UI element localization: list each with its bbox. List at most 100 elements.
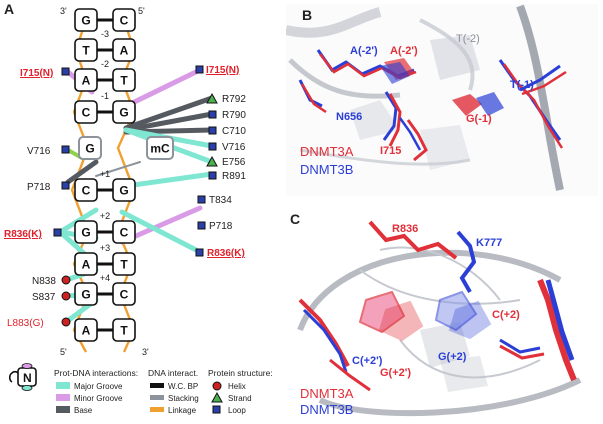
base-pair: T A -3 (74, 29, 136, 62)
base-right-letter: T (120, 74, 128, 88)
panel-b-structure (286, 4, 598, 196)
left-residues: I715(N) V716 P718 R836(K) N838 S837 L883… (4, 67, 71, 329)
base-left-letter: A (82, 324, 91, 338)
panel-b-t-m2: T(-2) (456, 33, 480, 45)
pair-position: -2 (101, 59, 109, 69)
residue-r891: R891 (222, 171, 246, 182)
strand-end-bottom-right: 3' (142, 347, 149, 357)
legend-wc-swatch (150, 383, 164, 388)
pair-position: +3 (100, 243, 110, 253)
legend-dna-head: DNA interact. (148, 368, 198, 378)
legend-loop: Loop (228, 406, 246, 415)
legend-base: Base (74, 406, 93, 415)
base-left-letter: C (82, 106, 91, 120)
panel-c-r836: R836 (392, 223, 418, 235)
residue-r790: R790 (222, 110, 246, 121)
pair-position: -1 (101, 91, 109, 101)
panel-c-dnmt3a: DNMT3A (300, 386, 354, 401)
base-left-letter: G (81, 288, 90, 302)
residue-v716-right: V716 (222, 142, 246, 153)
panel-c-c-p2p: C(+2') (352, 355, 383, 367)
base-right (112, 8, 136, 32)
legend-major-swatch (56, 382, 70, 389)
helix-marker (61, 291, 71, 301)
base-right (112, 252, 136, 276)
residue-t834: T834 (209, 195, 232, 206)
loop-marker (53, 228, 62, 237)
loop-marker (61, 145, 70, 154)
base-left (74, 220, 98, 244)
base-right-letter: C (120, 288, 129, 302)
legend-linkage: Linkage (168, 406, 197, 415)
panel-b-a-m2p-blue: A(-2') (350, 45, 378, 57)
legend-minor: Minor Groove (74, 394, 123, 403)
panel-b-t-m1: T(-1) (510, 79, 534, 91)
legend-loop-marker (212, 405, 221, 414)
legend-helix-marker (212, 381, 222, 391)
legend-major-dot (21, 385, 33, 391)
base-right-letter: T (120, 324, 128, 338)
base-left (74, 318, 98, 342)
base-left-letter: T (82, 44, 90, 58)
legend-base-swatch (56, 406, 70, 413)
panel-c-g-p2: G(+2) (438, 351, 467, 363)
panel-c-g-p2p: G(+2') (380, 367, 411, 379)
base-left-letter: G (81, 226, 90, 240)
pair-position: +1 (100, 169, 110, 179)
strand-end-top-left: 3' (60, 6, 67, 16)
residue-n838: N838 (32, 276, 56, 287)
base-right-letter: G (119, 184, 128, 198)
pair-position: -3 (101, 29, 109, 39)
strand-end-bottom-left: 5' (60, 347, 67, 357)
panel-c-structure (286, 206, 598, 420)
loop-marker (208, 171, 217, 180)
residue-c710: C710 (222, 126, 246, 137)
legend-strand-marker (211, 391, 223, 403)
pair-position: +2 (100, 211, 110, 221)
residue-p718-left: P718 (27, 182, 51, 193)
residue-i715-left: I715(N) (20, 68, 53, 79)
legend-key-base: N (23, 371, 32, 385)
base-right (112, 318, 136, 342)
loop-marker (195, 65, 204, 74)
base-left-letter: G (81, 14, 90, 28)
loop-marker (195, 248, 204, 257)
residue-p718-right: P718 (209, 221, 233, 232)
base-left (74, 100, 98, 124)
loop-marker (197, 195, 206, 204)
panel-b-a-m2p-red: A(-2') (390, 45, 418, 57)
panel-b-letter: B (302, 7, 312, 23)
panel-c-dnmt3b: DNMT3B (300, 402, 353, 417)
loop-marker (208, 110, 217, 119)
loop-marker (208, 142, 217, 151)
base-left (74, 8, 98, 32)
strand-marker (206, 92, 218, 104)
loop-marker (197, 221, 206, 230)
legend-stacking-swatch (150, 395, 164, 400)
residue-i715-right: I715(N) (206, 65, 239, 76)
base-left-letter: G (85, 142, 94, 156)
strand-end-top-right: 5' (138, 6, 145, 16)
residue-r792: R792 (222, 94, 246, 105)
legend-strand: Strand (228, 394, 252, 403)
legend-linkage-curl (8, 370, 19, 383)
base-left (74, 252, 98, 276)
base-left (74, 38, 98, 62)
legend-prot-head: Protein structure: (208, 368, 273, 378)
base-right-letter: A (120, 44, 129, 58)
pair-position: +4 (100, 273, 110, 283)
legend-minor-swatch (56, 394, 70, 401)
base-right-letter: mC (150, 142, 170, 156)
panel-a-letter: A (4, 1, 14, 17)
base-right (146, 136, 174, 160)
legend-helix: Helix (228, 382, 246, 391)
base-right-letter: G (119, 106, 128, 120)
base-pair: C G -1 (74, 91, 136, 124)
